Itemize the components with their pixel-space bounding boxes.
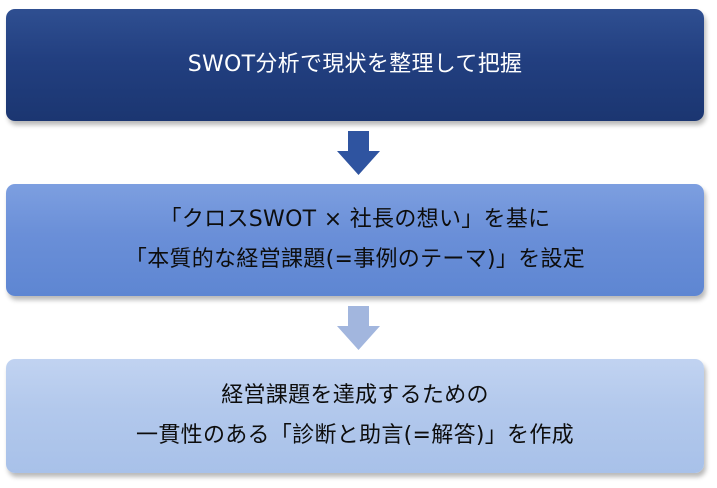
down-arrow-icon: [337, 306, 380, 350]
step-1-box: SWOT分析で現状を整理して把握: [6, 9, 704, 121]
step-2-text-line-2: 「本質的な経営課題(=事例のテーマ)」を設定: [124, 247, 586, 272]
step-3-text-line-1: 経営課題を達成するための: [221, 383, 489, 408]
step-2-box: 「クロスSWOT × 社長の想い」を基に 「本質的な経営課題(=事例のテーマ)」…: [6, 184, 704, 296]
down-arrow-icon: [337, 131, 380, 175]
step-3-text-line-2: 一貫性のある「診断と助言(=解答)」を作成: [136, 423, 574, 448]
step-2-text-line-1: 「クロスSWOT × 社長の想い」を基に: [159, 207, 551, 232]
step-1-text: SWOT分析で現状を整理して把握: [187, 52, 523, 77]
step-3-box: 経営課題を達成するための 一貫性のある「診断と助言(=解答)」を作成: [6, 359, 704, 473]
